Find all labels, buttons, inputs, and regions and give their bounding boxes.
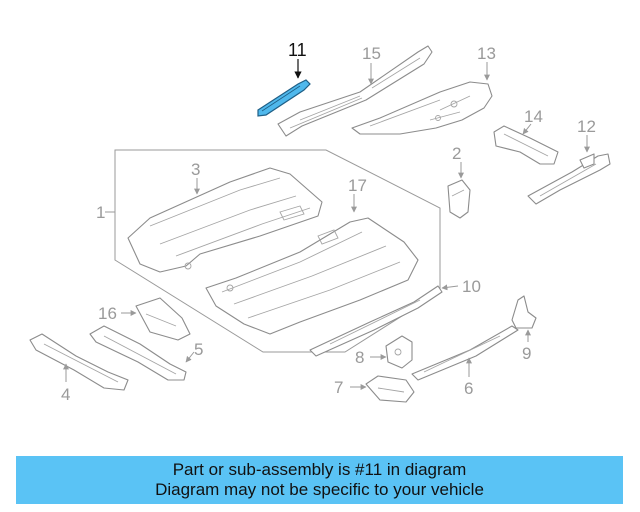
part-1-outline — [114, 149, 441, 353]
callout-7: 7 — [334, 378, 343, 397]
info-banner: Part or sub-assembly is #11 in diagram D… — [16, 456, 623, 504]
callout-2: 3 — [191, 160, 200, 179]
callout-17: 2 — [452, 144, 461, 163]
callout-1: 1 — [96, 203, 105, 222]
callout-12: 12 — [577, 117, 596, 136]
callout-13: 13 — [477, 44, 496, 63]
callout-16: 16 — [98, 304, 117, 323]
callout-6: 6 — [464, 379, 473, 398]
part-17 — [447, 179, 471, 219]
callout-10: 10 — [462, 277, 481, 296]
part-15 — [277, 45, 433, 137]
leader-14 — [522, 123, 532, 135]
part-6 — [411, 325, 519, 381]
part-3 — [205, 217, 419, 335]
part-12 — [527, 153, 611, 205]
callout-11: 11 — [288, 40, 307, 60]
callout-8: 8 — [355, 348, 364, 367]
callout-3: 17 — [348, 176, 367, 195]
part-9 — [511, 295, 537, 329]
callout-14: 14 — [524, 107, 543, 126]
part-2 — [127, 167, 323, 273]
parts-diagram: 11 15 13 14 12 2 1 — [29, 40, 611, 404]
part-11-highlighted[interactable] — [257, 79, 311, 117]
banner-line-2: Diagram may not be specific to your vehi… — [155, 480, 484, 499]
leader-10 — [441, 284, 459, 291]
part-13 — [351, 81, 493, 135]
callout-4: 4 — [61, 385, 70, 404]
part-7 — [365, 375, 415, 403]
leader-5 — [185, 351, 195, 363]
part-4 — [29, 333, 129, 391]
part-16 — [135, 297, 191, 341]
part-8 — [385, 335, 413, 369]
banner-line-1: Part or sub-assembly is #11 in diagram — [172, 460, 467, 479]
part-10 — [309, 285, 443, 357]
part-14 — [493, 125, 559, 165]
callout-5: 5 — [194, 340, 203, 359]
callout-9: 9 — [522, 344, 531, 363]
callout-15: 15 — [362, 44, 381, 63]
part-5 — [89, 325, 187, 381]
